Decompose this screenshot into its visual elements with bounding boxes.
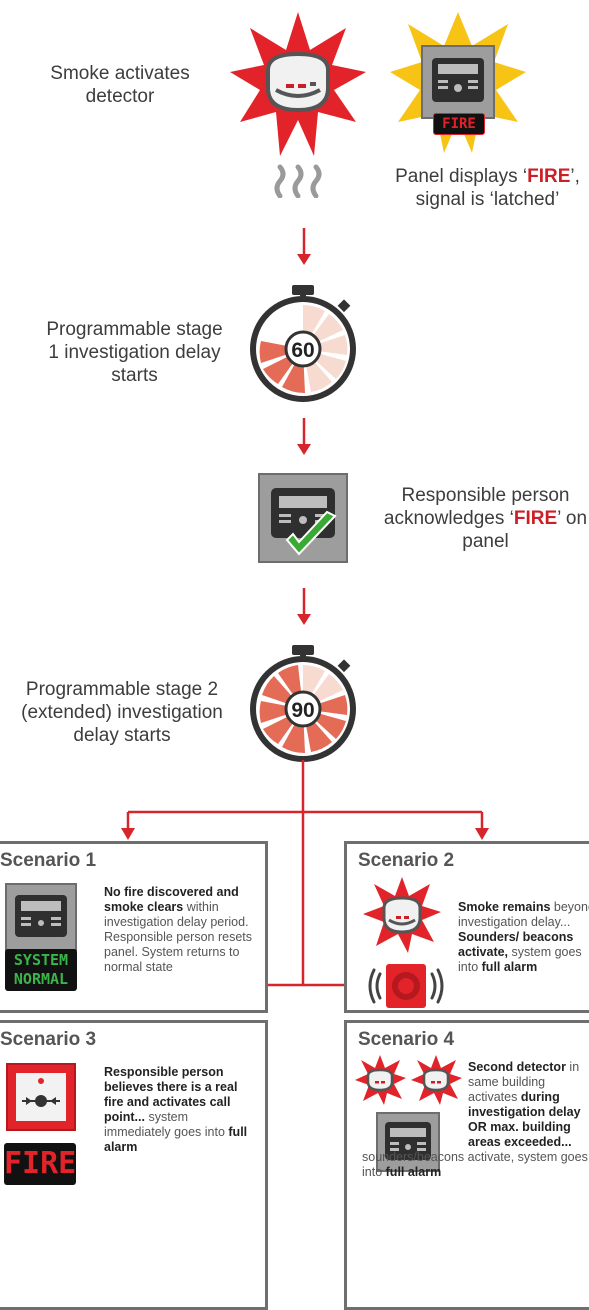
scenario-4-title: Scenario 4 bbox=[358, 1029, 455, 1050]
second-detector-burst-icon-a bbox=[355, 1055, 406, 1105]
scenario-2-text2: system goes into bbox=[458, 945, 582, 974]
scenario-4-panel-icon bbox=[376, 1112, 440, 1172]
panel-displays-label: Panel displays ‘FIRE’, signal is ‘latche… bbox=[380, 165, 589, 211]
stage1-delay-label: Programmable stage 1 investigation delay… bbox=[46, 319, 223, 386]
stopwatch-90-icon: 90 bbox=[250, 645, 356, 762]
second-detector-burst-icon-b bbox=[411, 1055, 462, 1105]
stopwatch-60-value: 60 bbox=[291, 339, 314, 362]
scenario-2-bold3: full alarm bbox=[481, 960, 538, 974]
system-normal-line2: NORMAL bbox=[13, 970, 69, 988]
stopwatch-90-value: 90 bbox=[291, 699, 314, 722]
scenario-2-text: Smoke remains beyond investigation delay… bbox=[458, 900, 589, 975]
panel-fire-badge: FIRE bbox=[433, 113, 485, 135]
scenario-4-bold2: during investigation delay OR max. build… bbox=[468, 1090, 581, 1149]
scenario-2-bold2: Sounders/ beacons activate, bbox=[458, 930, 574, 959]
scenario-3-body: system immediately goes into bbox=[104, 1110, 225, 1139]
smoke-wisps-icon bbox=[274, 164, 322, 198]
scenario-3-fire-badge: FIRE bbox=[4, 1143, 76, 1185]
smoke-activates-label: Smoke activates detector bbox=[50, 63, 190, 107]
scenario-2-sounder-icon bbox=[368, 964, 444, 1008]
acknowledge-prefix: Responsible person acknowledges ‘ bbox=[383, 485, 570, 529]
stopwatch-60-icon: 60 bbox=[250, 285, 356, 402]
flow-arrow-3 bbox=[297, 588, 311, 625]
panel-displays-fire-word: FIRE bbox=[527, 166, 571, 187]
scenario-4-bold3: full alarm bbox=[385, 1165, 442, 1179]
flow-arrow-2 bbox=[297, 418, 311, 455]
scenario-2-text1: beyond investigation delay... bbox=[458, 900, 589, 929]
check-icon bbox=[285, 510, 337, 556]
panel-acknowledged-icon bbox=[258, 473, 348, 563]
scenario-1-bold: No fire discovered and smoke clears bbox=[104, 885, 239, 914]
acknowledge-fire-word: FIRE bbox=[513, 508, 558, 529]
scenario-3-title: Scenario 3 bbox=[0, 1029, 97, 1050]
panel-displays-suffix: ’, signal is ‘latched’ bbox=[415, 166, 580, 210]
scenario-4-text1: in same building activates bbox=[468, 1060, 580, 1104]
scenario-1-body: within investigation delay period. Respo… bbox=[104, 900, 252, 974]
scenario-3-text: Responsible person believes there is a r… bbox=[104, 1065, 254, 1155]
acknowledge-suffix: ’ on panel bbox=[462, 508, 588, 552]
scenario-4-text2: sounders/beacons activate, system goes i… bbox=[362, 1150, 588, 1179]
scenario-4-detectors-icon bbox=[355, 1055, 462, 1105]
flow-arrow-1 bbox=[297, 228, 311, 265]
scenario-3-bold2: full alarm bbox=[104, 1125, 248, 1154]
system-normal-badge: SYSTEM NORMAL bbox=[5, 949, 77, 991]
stage2-delay-label: Programmable stage 2 (extended) investig… bbox=[21, 679, 223, 746]
scenario-1-title: Scenario 1 bbox=[0, 850, 97, 871]
panel-displays-prefix: Panel displays ‘ bbox=[395, 166, 528, 187]
scenario-2-detector-burst-icon bbox=[363, 877, 441, 953]
scenario-1-text: No fire discovered and smoke clears with… bbox=[104, 885, 264, 975]
smoke-detector-burst-icon bbox=[230, 12, 366, 156]
scenario-2-bold1: Smoke remains bbox=[458, 900, 551, 914]
panel-fire-burst-icon bbox=[390, 12, 526, 153]
scenario-2-title: Scenario 2 bbox=[358, 850, 455, 871]
scenario-4-text: Second detector in same building activat… bbox=[362, 1060, 589, 1180]
system-normal-line1: SYSTEM bbox=[13, 951, 69, 969]
scenario-4-bold1: Second detector bbox=[468, 1060, 566, 1074]
scenario-3-bold: Responsible person believes there is a r… bbox=[104, 1065, 238, 1124]
scenario-1-panel-icon bbox=[5, 883, 77, 951]
smoke-detector-icon bbox=[266, 51, 330, 113]
acknowledge-label: Responsible person acknowledges ‘FIRE’ o… bbox=[378, 484, 589, 553]
call-point-icon bbox=[6, 1063, 76, 1131]
